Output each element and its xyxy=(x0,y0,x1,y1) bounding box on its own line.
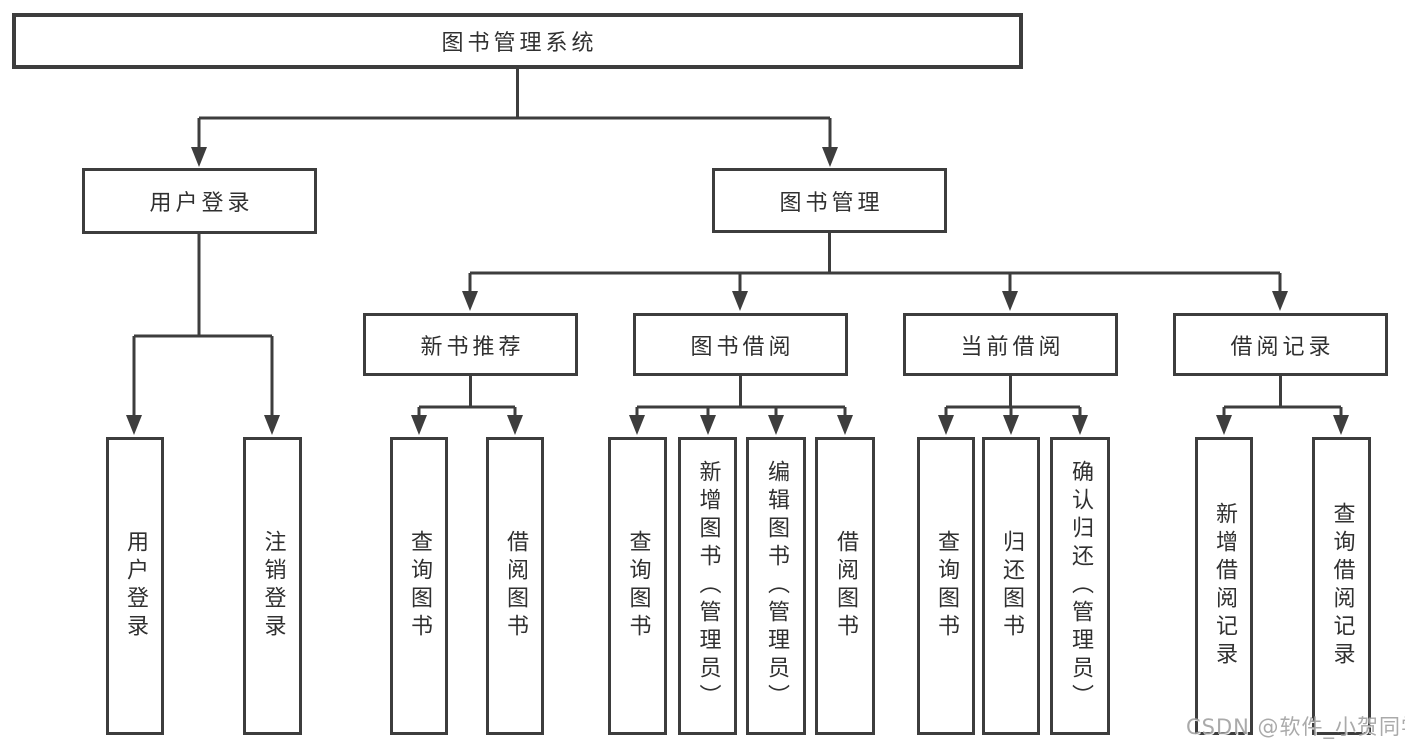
node-new-book-recommend: 新书推荐 xyxy=(363,313,578,376)
leaf-query-books-current-label: 查询图书 xyxy=(934,530,959,642)
node-book-borrow-label: 图书借阅 xyxy=(690,334,795,360)
leaf-user-login: 用户登录 xyxy=(106,437,164,735)
leaf-edit-books-admin-label: 编辑图书（管理员） xyxy=(764,460,789,712)
leaf-add-borrow-record: 新增借阅记录 xyxy=(1195,437,1253,735)
leaf-borrow-books: 借阅图书 xyxy=(815,437,875,735)
leaf-logout: 注销登录 xyxy=(243,437,302,735)
node-book-management: 图书管理 xyxy=(712,168,947,233)
node-root-system-label: 图书管理系统 xyxy=(441,31,598,56)
node-new-book-recommend-label: 新书推荐 xyxy=(420,334,525,360)
node-borrow-records-label: 借阅记录 xyxy=(1230,334,1335,360)
leaf-confirm-return-admin: 确认归还（管理员） xyxy=(1050,437,1110,735)
leaf-add-books-admin-label: 新增图书（管理员） xyxy=(695,460,721,712)
leaf-logout-label: 注销登录 xyxy=(260,530,286,642)
leaf-query-books-current: 查询图书 xyxy=(917,437,975,735)
arrowhead-icons xyxy=(126,147,1349,435)
leaf-borrow-books-label: 借阅图书 xyxy=(833,530,858,642)
leaf-user-login-label: 用户登录 xyxy=(123,530,148,642)
leaf-return-books: 归还图书 xyxy=(982,437,1040,735)
leaf-query-books-recommend: 查询图书 xyxy=(390,437,448,735)
csdn-watermark: CSDN @软件_小贺同学 xyxy=(1186,715,1405,739)
leaf-borrow-books-recommend-label: 借阅图书 xyxy=(503,530,528,642)
leaf-query-borrow-record-label: 查询借阅记录 xyxy=(1329,502,1355,670)
leaf-return-books-label: 归还图书 xyxy=(999,530,1024,642)
leaf-query-borrow-record: 查询借阅记录 xyxy=(1312,437,1371,735)
leaf-edit-books-admin: 编辑图书（管理员） xyxy=(746,437,806,735)
tree-lines xyxy=(132,69,1343,418)
node-user-login-label: 用户登录 xyxy=(149,191,254,216)
leaf-add-books-admin: 新增图书（管理员） xyxy=(678,437,737,735)
node-current-borrow-label: 当前借阅 xyxy=(960,334,1065,360)
node-user-login: 用户登录 xyxy=(82,168,317,234)
node-borrow-records: 借阅记录 xyxy=(1173,313,1388,376)
node-book-management-label: 图书管理 xyxy=(779,190,884,216)
node-root-system: 图书管理系统 xyxy=(12,13,1023,69)
node-current-borrow: 当前借阅 xyxy=(903,313,1118,376)
leaf-query-books-borrow-label: 查询图书 xyxy=(625,530,651,642)
leaf-confirm-return-admin-label: 确认归还（管理员） xyxy=(1068,460,1093,712)
leaf-add-borrow-record-label: 新增借阅记录 xyxy=(1212,502,1237,670)
node-book-borrow: 图书借阅 xyxy=(633,313,848,376)
leaf-query-books-borrow: 查询图书 xyxy=(608,437,667,735)
leaf-query-books-recommend-label: 查询图书 xyxy=(407,530,432,642)
leaf-borrow-books-recommend: 借阅图书 xyxy=(486,437,544,735)
